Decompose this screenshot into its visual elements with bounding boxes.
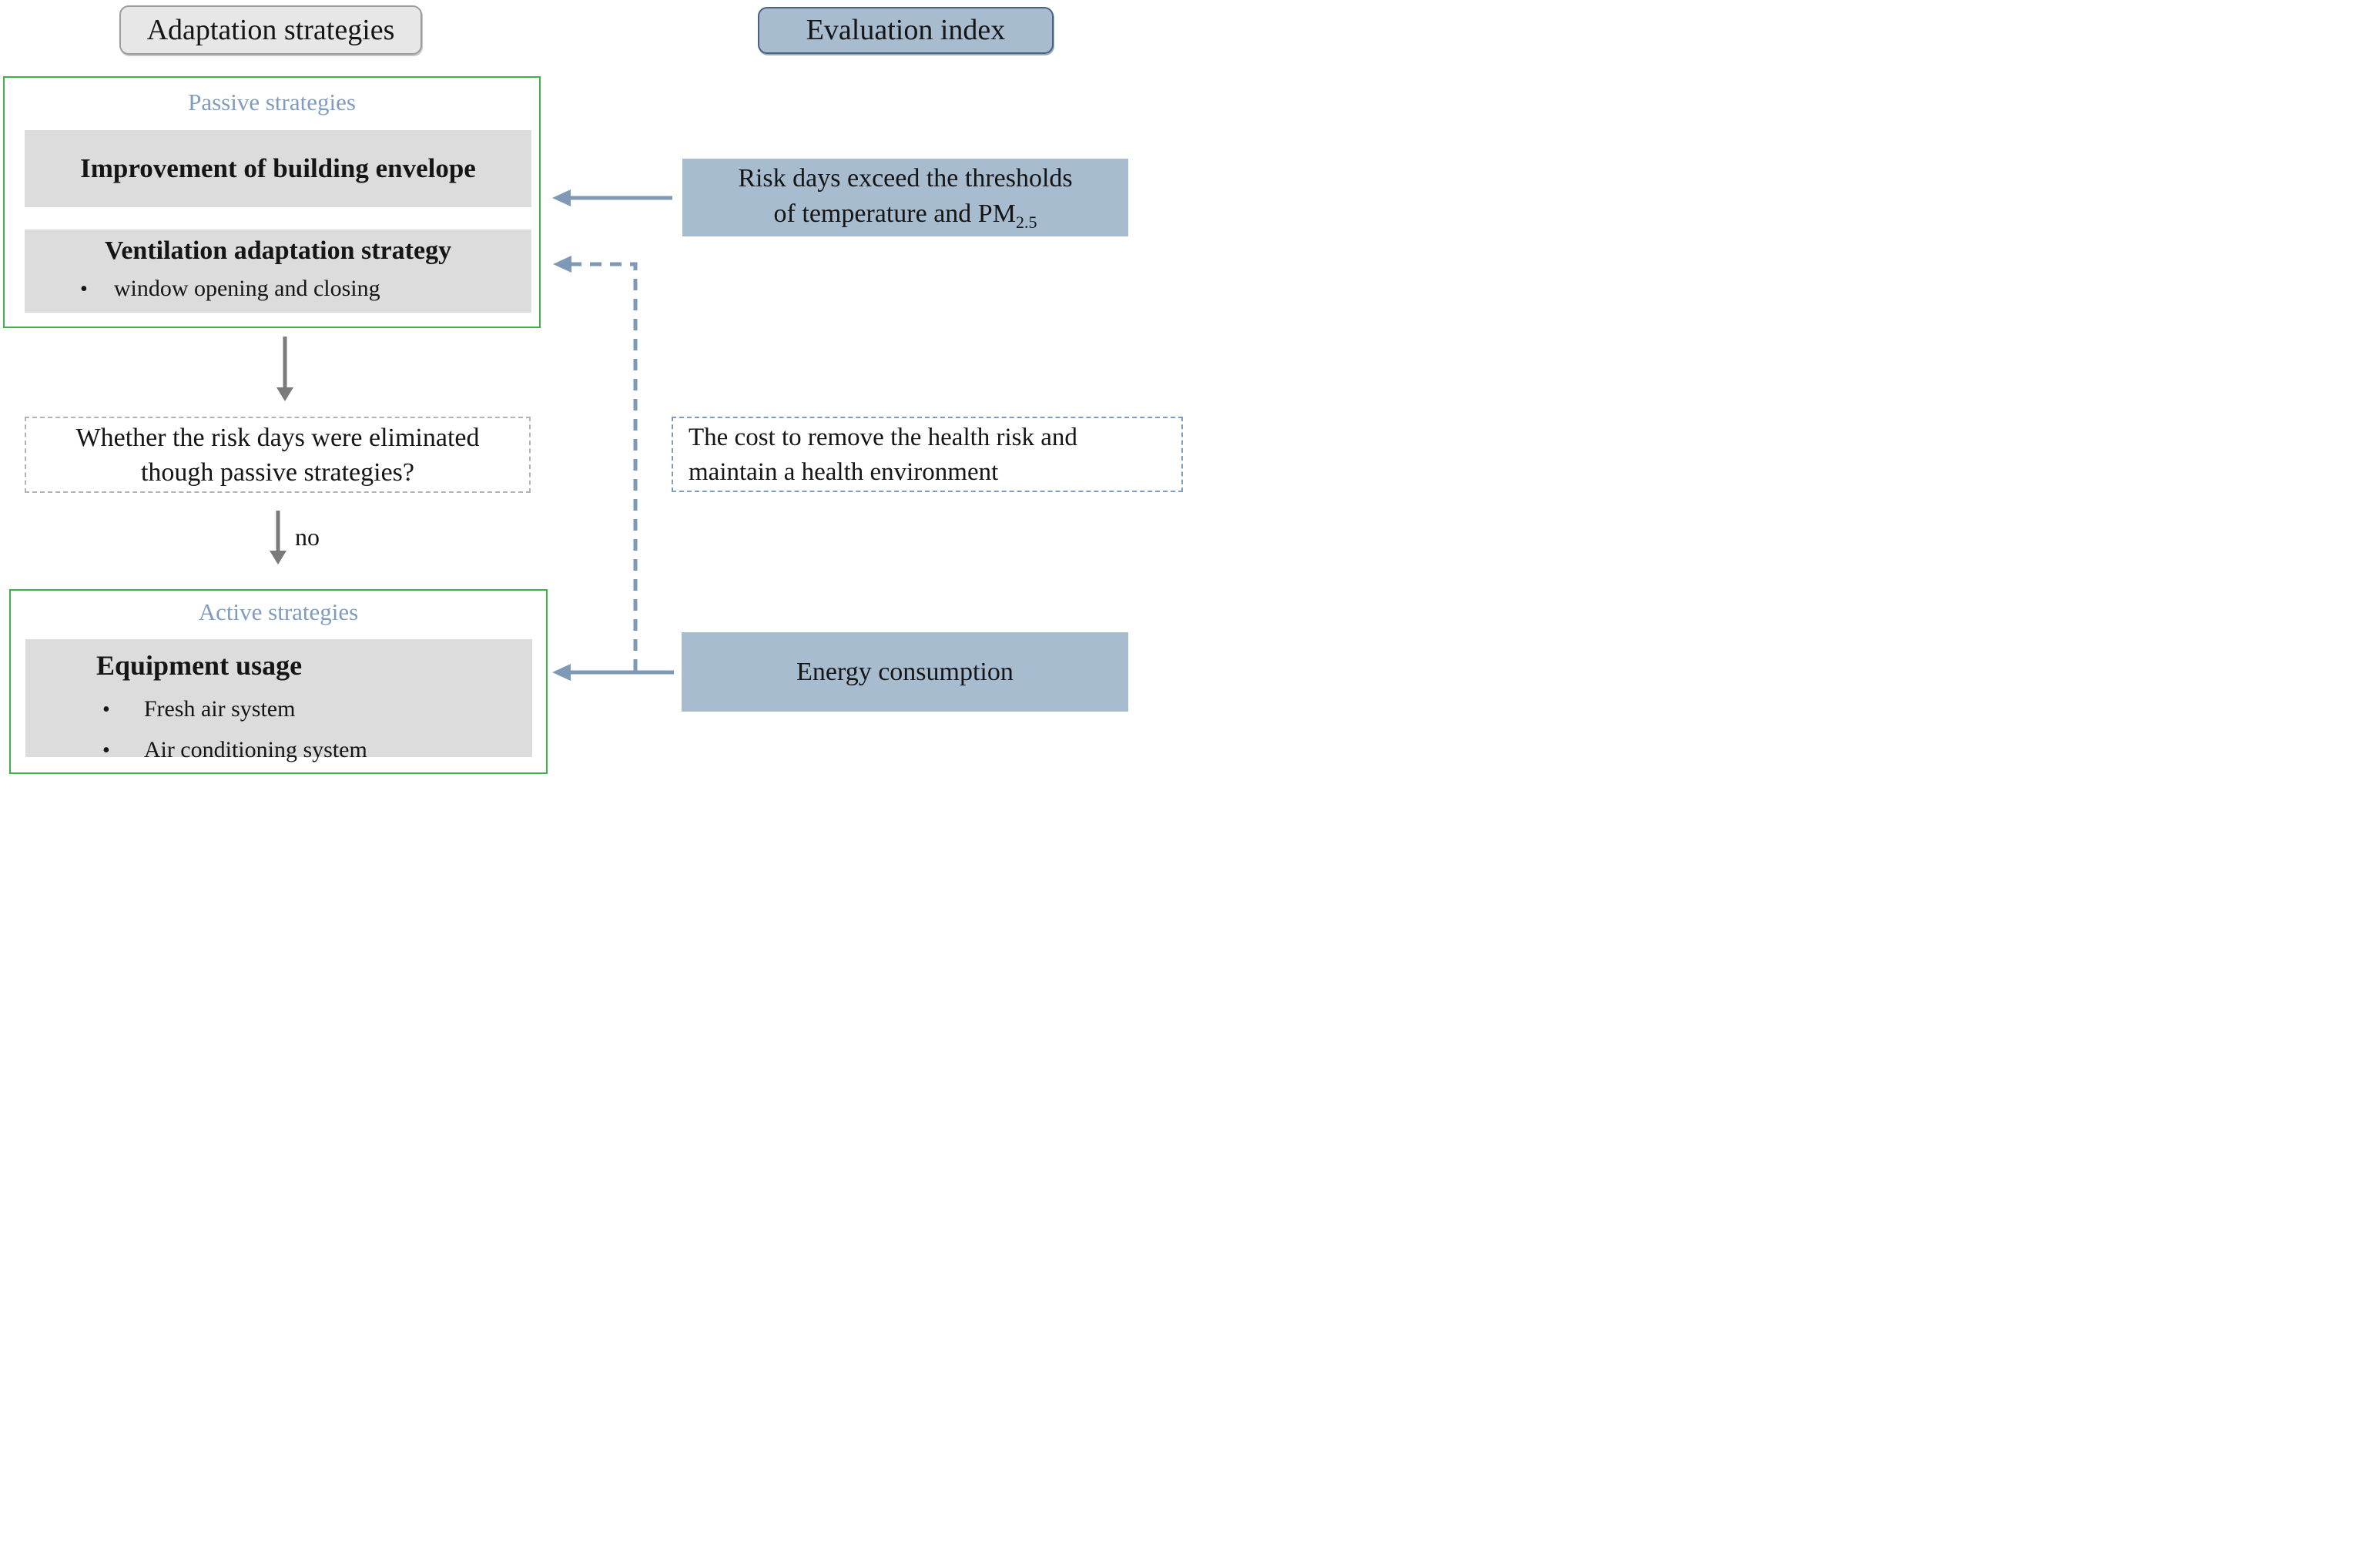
dashed-arrow-energy-to-ventilation <box>553 256 638 671</box>
bullet-icon: • <box>80 277 88 301</box>
decision-line1: Whether the risk days were eliminated <box>75 424 480 452</box>
no-branch-label: no <box>295 523 320 551</box>
cost-line2: maintain a health environment <box>689 458 999 486</box>
arrow-passive-to-decision <box>276 337 293 401</box>
equipment-bullet-item: • Air conditioning system <box>25 735 532 766</box>
risk-days-index-box: Risk days exceed the thresholds of tempe… <box>682 159 1128 236</box>
decision-line2: though passive strategies? <box>140 458 415 487</box>
pm25-subscript: 2.5 <box>1015 212 1037 232</box>
adaptation-strategies-label: Adaptation strategies <box>146 14 395 46</box>
bullet-icon: • <box>102 739 110 762</box>
risk-days-line2: of temperature and PM2.5 <box>682 196 1128 240</box>
arrow-energy-to-active <box>552 664 674 681</box>
ventilation-bullet-item: • window opening and closing <box>25 274 531 304</box>
ventilation-strategy-label: Ventilation adaptation strategy <box>104 236 452 265</box>
risk-days-line2-text: of temperature and PM <box>773 199 1016 228</box>
passive-strategies-title: Passive strategies <box>188 89 356 116</box>
active-strategies-group: Active strategies Equipment usage • Fres… <box>9 589 548 774</box>
ventilation-strategy-box: Ventilation adaptation strategy • window… <box>25 230 531 313</box>
equipment-usage-box: Equipment usage • Fresh air system • Air… <box>25 639 532 762</box>
cost-line1: The cost to remove the health risk and <box>689 424 1077 451</box>
energy-consumption-label: Energy consumption <box>796 658 1014 686</box>
risk-days-line1: Risk days exceed the thresholds <box>738 164 1073 193</box>
arrow-decision-to-active <box>270 511 286 565</box>
passive-strategies-group: Passive strategies Improvement of buildi… <box>3 76 541 328</box>
ventilation-bullet-label: window opening and closing <box>113 276 380 301</box>
arrow-risk-to-passive <box>552 189 672 206</box>
decision-box: Whether the risk days were eliminated th… <box>25 417 531 493</box>
evaluation-index-header: Evaluation index <box>758 7 1054 54</box>
fresh-air-bullet-label: Fresh air system <box>143 696 296 722</box>
adaptation-strategies-header: Adaptation strategies <box>119 5 422 55</box>
cost-index-box: The cost to remove the health risk and m… <box>672 417 1183 492</box>
equipment-bullet-item: • Fresh air system <box>25 695 532 725</box>
bullet-icon: • <box>102 698 110 722</box>
air-conditioning-bullet-label: Air conditioning system <box>143 737 367 762</box>
energy-consumption-box: Energy consumption <box>682 632 1128 712</box>
evaluation-index-label: Evaluation index <box>806 14 1006 46</box>
improvement-envelope-label: Improvement of building envelope <box>80 153 476 183</box>
diagram-canvas: Adaptation strategies Evaluation index P… <box>0 0 1190 784</box>
equipment-usage-label: Equipment usage <box>96 650 303 681</box>
improvement-envelope-box: Improvement of building envelope <box>25 130 531 207</box>
active-strategies-title: Active strategies <box>198 598 359 625</box>
